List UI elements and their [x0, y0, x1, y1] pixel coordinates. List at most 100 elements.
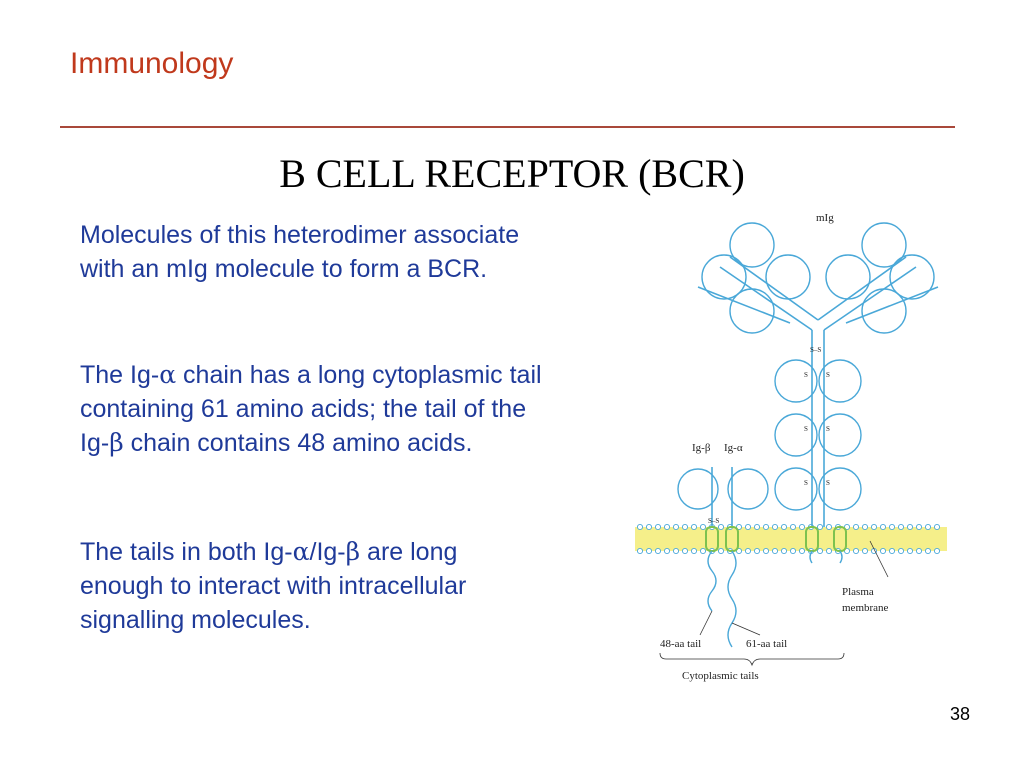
lipid-head: [789, 547, 797, 555]
lipid-head: [762, 547, 770, 555]
cytoplasmic-tail-lines: [707, 550, 843, 648]
svg-text:S: S: [826, 371, 830, 379]
text-fragment: Ig-: [80, 429, 110, 457]
beta-symbol: β: [345, 537, 361, 566]
tail-61-label: 61-aa tail: [746, 638, 787, 650]
text-fragment: The Ig-: [80, 361, 160, 389]
lipid-head: [897, 547, 905, 555]
svg-text:S: S: [804, 479, 808, 487]
paragraph-line: Molecules of this heterodimer associate: [80, 221, 520, 249]
lipid-head: [915, 523, 923, 531]
lipid-head: [870, 523, 878, 531]
lipid-head: [753, 547, 761, 555]
plasma-label: Plasma: [842, 586, 874, 598]
text-fragment: /Ig-: [309, 538, 346, 566]
paragraph-heterodimer: Molecules of this heterodimer associate …: [80, 218, 519, 286]
lipid-head: [852, 547, 860, 555]
svg-text:S: S: [804, 371, 808, 379]
bcr-diagram: S–S S–S S S S S S S mIg Ig-β Ig-α Plasma…: [635, 212, 947, 682]
lipid-head: [798, 523, 806, 531]
lipid-head: [771, 547, 779, 555]
tail-48-label: 48-aa tail: [660, 638, 701, 650]
slide-title: B CELL RECEPTOR (BCR): [279, 151, 745, 196]
text-fragment: are long: [360, 538, 458, 566]
text-fragment: The tails in both Ig-: [80, 538, 293, 566]
lipid-head: [825, 523, 833, 531]
ig-alpha-label: Ig-α: [724, 442, 743, 454]
mig-label: mIg: [816, 212, 834, 224]
cytoplasmic-tails-label: Cytoplasmic tails: [682, 670, 759, 682]
paragraph-line: signalling molecules.: [80, 606, 311, 634]
lipid-head: [780, 523, 788, 531]
lipid-head: [816, 523, 824, 531]
lipid-head: [933, 547, 941, 555]
alpha-symbol: α: [292, 537, 310, 566]
svg-text:S: S: [826, 425, 830, 433]
text-fragment: chain has a long cytoplasmic tail: [176, 361, 542, 389]
header-title: Immunology: [70, 47, 234, 80]
lipid-head: [645, 523, 653, 531]
svg-text:S: S: [826, 479, 830, 487]
lipid-head: [906, 547, 914, 555]
lipid-head: [681, 523, 689, 531]
lipid-head: [897, 523, 905, 531]
lipid-head: [753, 523, 761, 531]
lipid-head: [879, 547, 887, 555]
paragraph-tail-lengths: The Ig-α chain has a long cytoplasmic ta…: [80, 358, 542, 460]
lipid-head: [699, 523, 707, 531]
lipid-head: [654, 547, 662, 555]
membrane-label: membrane: [842, 602, 889, 614]
ig-beta-label: Ig-β: [692, 442, 711, 454]
lipid-head: [744, 547, 752, 555]
lipid-head: [672, 523, 680, 531]
lipid-head: [852, 523, 860, 531]
paragraph-line: with an mIg molecule to form a BCR.: [80, 255, 488, 283]
lipid-head: [645, 547, 653, 555]
lipid-head: [888, 523, 896, 531]
lipid-head: [816, 547, 824, 555]
lipid-head: [717, 523, 725, 531]
beta-symbol: β: [109, 428, 124, 457]
lipid-head: [861, 547, 869, 555]
lipid-head: [798, 547, 806, 555]
lipid-head: [654, 523, 662, 531]
svg-text:S–S: S–S: [708, 517, 719, 525]
lipid-head: [933, 523, 941, 531]
disulfide-bonds: S–S S–S S S S S S S: [708, 346, 830, 525]
header-divider: [60, 126, 955, 128]
lipid-head: [915, 547, 923, 555]
lipid-head: [879, 523, 887, 531]
plasma-membrane: [635, 527, 947, 551]
lipid-head: [744, 523, 752, 531]
lipid-head: [780, 547, 788, 555]
lipid-head: [699, 547, 707, 555]
svg-text:S–S: S–S: [810, 346, 821, 354]
alpha-symbol: α: [159, 360, 177, 389]
lipid-head: [636, 547, 644, 555]
lipid-head: [636, 523, 644, 531]
lipid-head: [681, 547, 689, 555]
lipid-head: [771, 523, 779, 531]
lipid-head: [672, 547, 680, 555]
lipid-head: [924, 547, 932, 555]
lipid-head: [861, 523, 869, 531]
lipid-head: [825, 547, 833, 555]
page-number: 38: [949, 704, 970, 724]
lipid-head: [762, 523, 770, 531]
lipid-head: [690, 523, 698, 531]
lipid-head: [906, 523, 914, 531]
paragraph-line: The tails in both Ig-α/Ig-β are long: [80, 535, 466, 569]
text-fragment: chain contains 48 amino acids.: [123, 429, 473, 457]
paragraph-signalling: The tails in both Ig-α/Ig-β are long eno…: [80, 535, 466, 637]
lipid-head: [690, 547, 698, 555]
paragraph-line: The Ig-α chain has a long cytoplasmic ta…: [80, 358, 542, 392]
lipid-head: [663, 523, 671, 531]
lipid-head: [888, 547, 896, 555]
label-pointers: [659, 540, 889, 667]
svg-text:S: S: [804, 425, 808, 433]
ig-domains: [677, 222, 935, 511]
paragraph-line: containing 61 amino acids; the tail of t…: [80, 395, 527, 423]
lipid-head: [924, 523, 932, 531]
paragraph-line: enough to interact with intracellular: [80, 572, 467, 600]
lipid-head: [717, 547, 725, 555]
